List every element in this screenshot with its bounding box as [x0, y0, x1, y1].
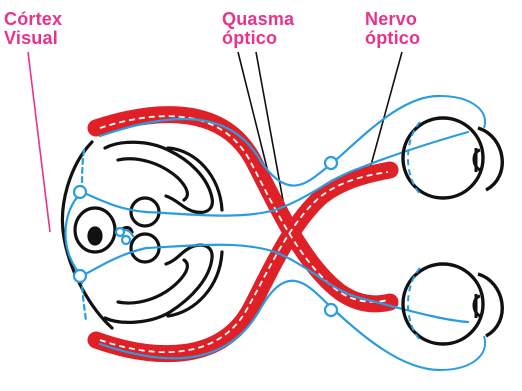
- label-leader-lines: [28, 52, 402, 232]
- brain-upper-fold: [105, 142, 212, 212]
- eye-lower-globe: [403, 264, 483, 344]
- synapse-cortex-lower: [74, 270, 86, 282]
- label-cortex-visual: Córtex Visual: [4, 10, 62, 48]
- synapse-nerve-upper: [325, 157, 337, 169]
- brain-center-dot: [89, 228, 101, 244]
- label-quiasma-line1: Quasma: [222, 10, 294, 29]
- label-quiasma-optico: Quasma óptico: [222, 10, 294, 48]
- eye-lower: [403, 264, 502, 370]
- label-nervo-optico: Nervo óptico: [365, 10, 420, 48]
- brain-outer-outline: [62, 142, 112, 328]
- label-nervo-line1: Nervo: [365, 10, 420, 29]
- brain-lower-fold-2: [118, 260, 187, 303]
- label-quiasma-line2: óptico: [222, 29, 294, 48]
- eye-upper-globe: [403, 118, 483, 198]
- synapse-center-a: [116, 228, 124, 236]
- label-nervo-line2: óptico: [365, 29, 420, 48]
- cortex-leader-line: [28, 52, 50, 232]
- label-cortex-line1: Córtex: [4, 10, 62, 29]
- brain-upper-fold-2: [118, 159, 187, 200]
- label-cortex-line2: Visual: [4, 29, 62, 48]
- eye-lower-fiber-end: [440, 336, 485, 370]
- synapse-cortex-upper: [74, 186, 86, 198]
- synapse-center-b: [122, 236, 130, 244]
- synapse-nerve-lower: [325, 304, 337, 316]
- fiber-cortex-dashed-lower: [82, 278, 86, 320]
- brain-cross-section: [62, 142, 222, 328]
